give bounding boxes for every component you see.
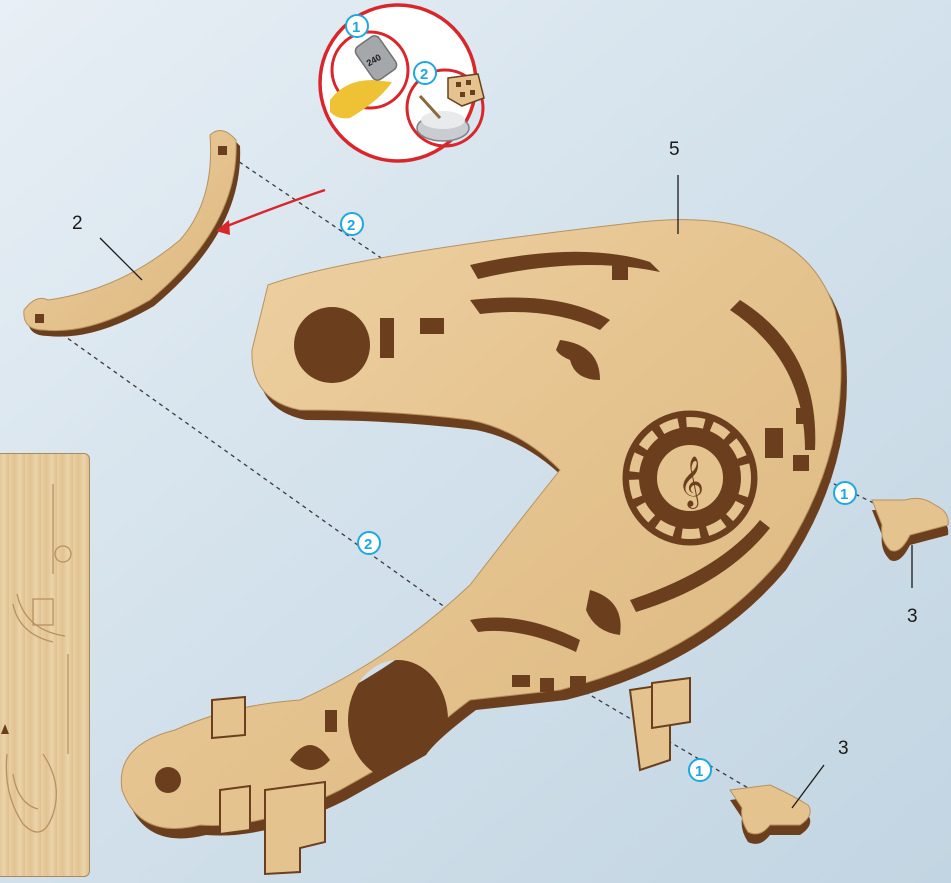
frame-tab-top-left <box>212 697 245 738</box>
sanding-gluing-callout: 240 1 2 <box>216 5 484 235</box>
part-5-frame: 𝄞 <box>121 220 847 874</box>
arc-bottom-step-text: 2 <box>364 536 372 553</box>
part-3-right-label: 3 <box>907 606 918 627</box>
leader-part-2 <box>100 238 142 280</box>
foot-right-step-text: 1 <box>840 486 848 503</box>
part-2-label: 2 <box>72 213 83 234</box>
treble-clef-icon: 𝄞 <box>678 456 704 509</box>
callout-arrow-line <box>222 190 325 228</box>
leader-part-3-bottom <box>792 765 824 808</box>
part-2-arc <box>24 131 240 337</box>
frame-tab-bottom-left <box>220 786 250 834</box>
part-3-foot-right <box>872 498 948 561</box>
callout-step-2-text: 2 <box>420 66 428 83</box>
arc-top-step-text: 2 <box>347 217 355 234</box>
glue-pot-rim <box>421 111 465 129</box>
arc-face <box>24 131 236 331</box>
foot-bottom-step-text: 1 <box>695 763 703 780</box>
arc-slot-bottom <box>35 314 44 323</box>
frame-tab-right <box>652 678 690 728</box>
frame-leg-left <box>265 782 325 874</box>
part-3-bottom-label: 3 <box>838 738 849 759</box>
wood-piece-icon <box>448 74 484 106</box>
part-5-label: 5 <box>669 139 680 160</box>
part-3-foot-bottom <box>730 785 810 844</box>
arc-slot-top <box>218 146 227 155</box>
callout-step-1-text: 1 <box>352 19 360 36</box>
